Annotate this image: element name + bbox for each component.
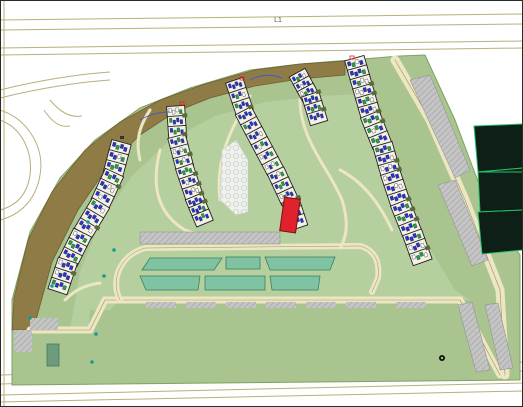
site-light-marker bbox=[94, 332, 98, 336]
top-label: L1 bbox=[274, 17, 282, 24]
site-light-marker bbox=[112, 248, 116, 252]
east-roof-blocks bbox=[473, 123, 523, 255]
roundabout bbox=[0, 99, 83, 221]
building-cluster-northwest bbox=[166, 104, 214, 228]
tree-grove bbox=[219, 139, 249, 216]
site-light-marker bbox=[50, 284, 54, 288]
parking-bays bbox=[14, 74, 514, 373]
highlighted-unit bbox=[279, 196, 301, 234]
landscape-buffer bbox=[11, 60, 346, 331]
water-pools bbox=[46, 256, 336, 367]
residential-buildings bbox=[28, 54, 433, 364]
site-light-marker bbox=[90, 360, 94, 364]
building-cluster-east bbox=[344, 54, 433, 267]
site-light-marker bbox=[28, 316, 32, 320]
site-light-marker bbox=[86, 220, 90, 224]
building-cluster-northeast bbox=[288, 67, 329, 127]
site-markers bbox=[120, 55, 445, 361]
building-cluster-west bbox=[47, 139, 132, 296]
south-lawn bbox=[85, 308, 475, 378]
site-light-marker bbox=[102, 274, 106, 278]
central-lawn bbox=[70, 94, 470, 330]
